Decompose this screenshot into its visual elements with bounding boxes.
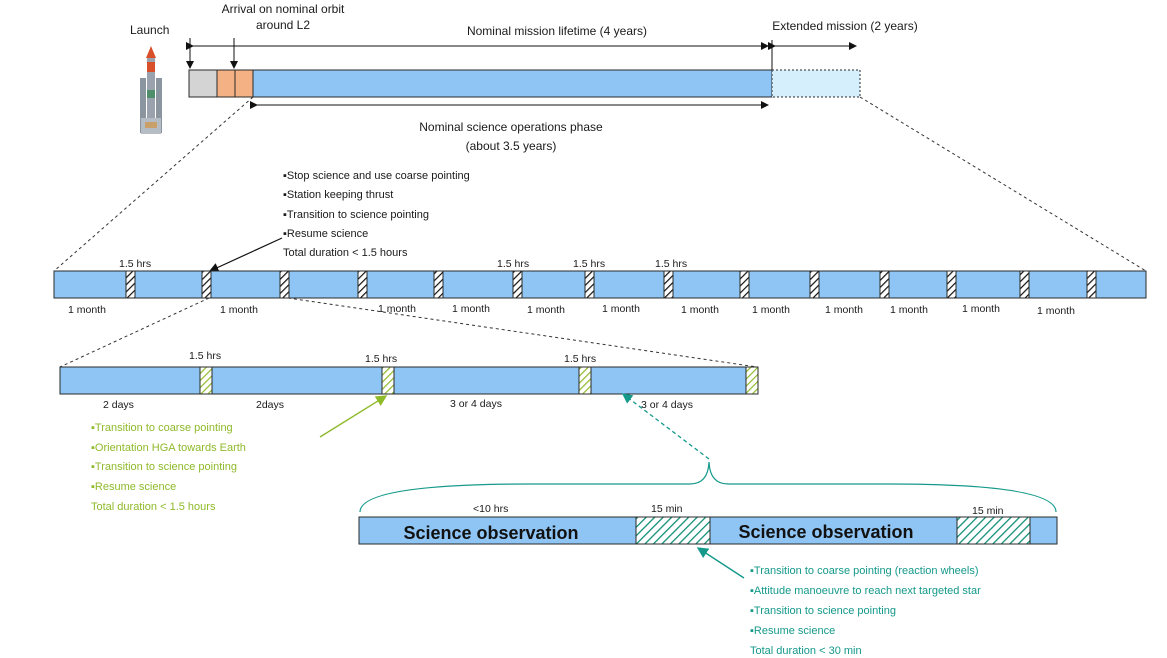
month-label: 1 month: [68, 304, 106, 316]
detail-brace: [359, 461, 1057, 513]
month-label: 1 month: [602, 303, 640, 315]
station-keeping-slot: [433, 270, 444, 299]
transfer-phase-segment-2: [234, 69, 254, 98]
month-label: 1 month: [378, 303, 416, 315]
station-note-line: ▪Resume science: [283, 228, 368, 240]
monthly-hrs-labels: 1.5 hrs 1.5 hrs 1.5 hrs 1.5 hrs: [119, 258, 687, 270]
daily-timeline-bar: [59, 366, 759, 395]
station-note-line: ▪Stop science and use coarse pointing: [283, 170, 470, 182]
station-keeping-slot: [663, 270, 674, 299]
science-observation-label: Science observation: [403, 523, 578, 543]
daily-comm-slot: [578, 366, 592, 395]
hrs-label: 1.5 hrs: [365, 353, 397, 365]
slew-note-arrow: [696, 547, 745, 579]
station-keeping-slot: [739, 270, 750, 299]
station-keeping-slot: [125, 270, 136, 299]
slew-note-line: ▪Resume science: [750, 625, 835, 637]
nominal-lifetime-label: Nominal mission lifetime (4 years): [467, 24, 647, 38]
month-label: 1 month: [825, 304, 863, 316]
comm-notes: ▪Transition to coarse pointing ▪Orientat…: [91, 422, 246, 513]
slew-note-line: ▪Transition to science pointing: [750, 605, 896, 617]
month-label: 1 month: [890, 304, 928, 316]
min-label: 15 min: [651, 503, 683, 515]
science-phase-label-line2: (about 3.5 years): [466, 139, 557, 153]
launch-label: Launch: [130, 23, 169, 37]
slew-note-line: Total duration < 30 min: [750, 645, 862, 657]
extended-mission-bar: [771, 69, 861, 98]
comm-note-line: ▪Transition to coarse pointing: [91, 422, 233, 434]
slew-note-line: ▪Attitude manoeuvre to reach next target…: [750, 585, 981, 597]
day-labels: 2 days 2days 3 or 4 days 3 or 4 days: [103, 398, 693, 411]
hrs-label: 1.5 hrs: [119, 258, 151, 270]
station-note-line: ▪Station keeping thrust: [283, 189, 393, 201]
station-keeping-slot: [879, 270, 890, 299]
monthly-maintenance-slots: [125, 270, 1097, 299]
launch-phase-segment: [188, 69, 218, 98]
station-keeping-slot: [1086, 270, 1097, 299]
month-label: 1 month: [1037, 305, 1075, 317]
slew-slot: [635, 516, 711, 545]
hrs-label: 1.5 hrs: [564, 353, 596, 365]
arrival-label-line2: around L2: [256, 18, 310, 32]
station-note-line: Total duration < 1.5 hours: [283, 247, 408, 259]
zoom-line-daily-right: [287, 297, 758, 368]
zoom-line-left: [53, 96, 254, 272]
month-label: 1 month: [452, 303, 490, 315]
daily-comm-slot: [745, 366, 759, 395]
observation-duration-label: <10 hrs: [473, 503, 508, 515]
month-label: 1 month: [962, 303, 1000, 315]
station-note-line: ▪Transition to science pointing: [283, 209, 429, 221]
station-keeping-slot: [946, 270, 957, 299]
comm-note-line: ▪Transition to science pointing: [91, 461, 237, 473]
min-label: 15 min: [972, 505, 1004, 517]
station-keeping-slot: [809, 270, 820, 299]
hrs-label: 1.5 hrs: [655, 258, 687, 270]
extended-mission-label: Extended mission (2 years): [772, 19, 917, 33]
station-keeping-slot: [201, 270, 212, 299]
arrival-label-line1: Arrival on nominal orbit: [222, 2, 345, 16]
station-keeping-notes: ▪Stop science and use coarse pointing ▪S…: [283, 170, 470, 259]
station-keeping-slot: [584, 270, 595, 299]
zoom-line-right: [859, 96, 1147, 272]
daily-comm-slot: [199, 366, 213, 395]
hrs-label: 1.5 hrs: [189, 350, 221, 362]
hrs-label: 1.5 hrs: [573, 258, 605, 270]
station-keeping-slot: [512, 270, 523, 299]
station-keeping-slot: [279, 270, 290, 299]
station-note-arrow: [208, 237, 283, 272]
hrs-label: 1.5 hrs: [497, 258, 529, 270]
day-label: 2days: [256, 399, 284, 411]
month-label: 1 month: [527, 304, 565, 316]
science-phase-label-line1: Nominal science operations phase: [419, 120, 603, 134]
comm-note-arrow: [319, 395, 388, 438]
station-keeping-slot: [357, 270, 368, 299]
daily-hrs-labels: 1.5 hrs 1.5 hrs 1.5 hrs: [189, 350, 596, 365]
slew-note-line: ▪Transition to coarse pointing (reaction…: [750, 565, 979, 577]
month-label: 1 month: [220, 304, 258, 316]
comm-note-line: Total duration < 1.5 hours: [91, 501, 216, 513]
comm-note-line: ▪Orientation HGA towards Earth: [91, 442, 246, 454]
station-keeping-slot: [1019, 270, 1030, 299]
slew-notes: ▪Transition to coarse pointing (reaction…: [750, 565, 981, 657]
slew-slot: [956, 516, 1031, 545]
day-label: 2 days: [103, 399, 134, 411]
day-label: 3 or 4 days: [641, 399, 693, 411]
transfer-phase-segment-1: [216, 69, 236, 98]
monthly-timeline-bar: [53, 270, 1147, 299]
science-observation-label: Science observation: [738, 522, 913, 542]
rocket-icon: [140, 46, 162, 134]
detail-zoom-arrow: [621, 393, 710, 460]
month-labels: 1 month 1 month 1 month 1 month 1 month …: [68, 303, 1075, 317]
daily-comm-slot: [381, 366, 395, 395]
day-label: 3 or 4 days: [450, 398, 502, 410]
comm-note-line: ▪Resume science: [91, 481, 176, 493]
month-label: 1 month: [681, 304, 719, 316]
nominal-mission-bar: [252, 69, 773, 98]
month-label: 1 month: [752, 304, 790, 316]
